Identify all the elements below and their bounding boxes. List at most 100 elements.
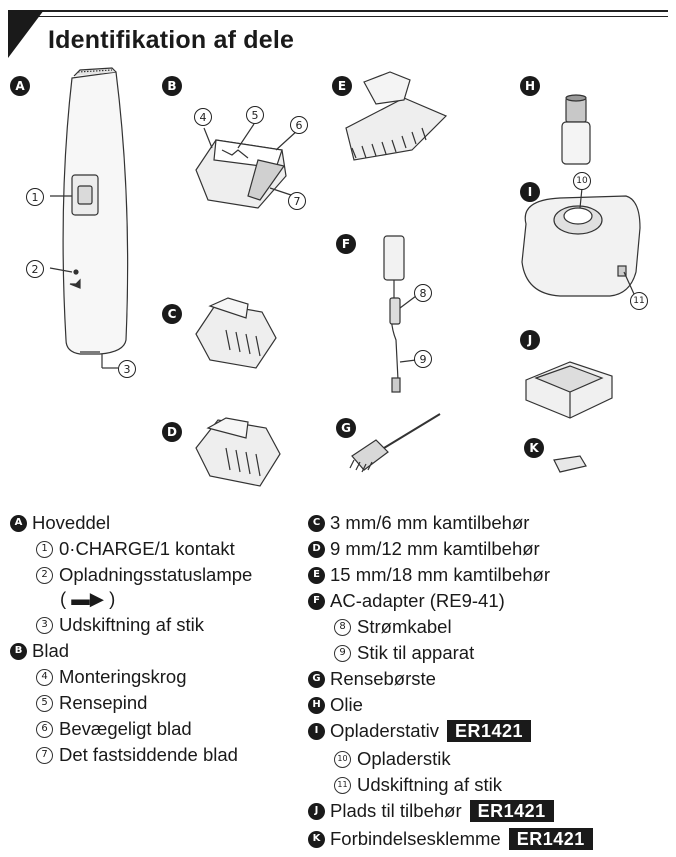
callout-8: 8 xyxy=(414,284,432,302)
legend-number: 2 xyxy=(36,567,53,584)
legend-item-7: 7 Det fastsiddende blad xyxy=(36,744,238,766)
legend-badge: C xyxy=(308,515,325,532)
legend-number: 1 xyxy=(36,541,53,558)
figure-badge-h: H xyxy=(520,76,540,96)
legend-text: 3 mm/6 mm kamtilbehør xyxy=(330,512,529,534)
legend-text: Monteringskrog xyxy=(59,666,187,688)
legend-item-8: 8 Strømkabel xyxy=(334,616,452,638)
legend-text: Bevægeligt blad xyxy=(59,718,192,740)
comb-large-drawing xyxy=(346,72,446,160)
legend-badge: G xyxy=(308,671,325,688)
legend-number: 6 xyxy=(36,721,53,738)
legend-text: Rensepind xyxy=(59,692,147,714)
figure-badge-k: K xyxy=(524,438,544,458)
legend-badge: H xyxy=(308,697,325,714)
legend-badge: J xyxy=(308,803,325,820)
figure-badge-e: E xyxy=(332,76,352,96)
legend-text: Blad xyxy=(32,640,69,662)
legend-item-j: J Plads til tilbehør ER1421 xyxy=(308,800,554,822)
ac-adapter-drawing xyxy=(384,236,416,392)
legend-item-6: 6 Bevægeligt blad xyxy=(36,718,192,740)
legend-text: Opladerstik xyxy=(357,748,451,770)
legend-item-2: 2 Opladningsstatuslampe xyxy=(36,564,252,586)
legend-text: Strømkabel xyxy=(357,616,452,638)
legend-item-a: A Hoveddel xyxy=(10,512,110,534)
legend-item-g: G Rensebørste xyxy=(308,668,436,690)
legend-badge: E xyxy=(308,567,325,584)
legend-number: 10 xyxy=(334,751,351,768)
callout-1: 1 xyxy=(26,188,44,206)
legend-text: Stik til apparat xyxy=(357,642,474,664)
figure-badge-f: F xyxy=(336,234,356,254)
legend-number: 8 xyxy=(334,619,351,636)
legend-text: Udskiftning af stik xyxy=(59,614,204,636)
legend-text: Olie xyxy=(330,694,363,716)
callout-7: 7 xyxy=(288,192,306,210)
callout-9: 9 xyxy=(414,350,432,368)
model-tag: ER1421 xyxy=(509,828,593,850)
legend-item-i: I Opladerstativ ER1421 xyxy=(308,720,531,742)
figure-badge-g: G xyxy=(336,418,356,438)
legend-text: Opladerstativ xyxy=(330,720,439,742)
comb-small-drawing xyxy=(196,298,276,368)
comb-medium-drawing xyxy=(196,418,280,486)
figure-badge-b: B xyxy=(162,76,182,96)
callout-5: 5 xyxy=(246,106,264,124)
legend-item-10: 10 Opladerstik xyxy=(334,748,451,770)
legend-item-e: E 15 mm/18 mm kamtilbehør xyxy=(308,564,550,586)
oil-bottle-drawing xyxy=(562,95,590,164)
blade-drawing xyxy=(196,124,298,208)
legend-item-b: B Blad xyxy=(10,640,69,662)
legend-badge: D xyxy=(308,541,325,558)
legend-text: Hoveddel xyxy=(32,512,110,534)
legend-number: 7 xyxy=(36,747,53,764)
legend-number: 3 xyxy=(36,617,53,634)
callout-3: 3 xyxy=(118,360,136,378)
figure-badge-a: A xyxy=(10,76,30,96)
legend-item-3: 3 Udskiftning af stik xyxy=(36,614,204,636)
connection-clip-drawing xyxy=(554,456,586,472)
legend-text: 9 mm/12 mm kamtilbehør xyxy=(330,538,540,560)
legend-item-h: H Olie xyxy=(308,694,363,716)
callout-6: 6 xyxy=(290,116,308,134)
legend-item-c: C 3 mm/6 mm kamtilbehør xyxy=(308,512,529,534)
legend-text: AC-adapter (RE9-41) xyxy=(330,590,505,612)
accessory-tray-drawing xyxy=(526,362,612,418)
charge-plug-symbol: ( ▬▶ ) xyxy=(60,588,115,610)
legend-item-k: K Forbindelsesklemme ER1421 xyxy=(308,828,593,850)
legend-item-9: 9 Stik til apparat xyxy=(334,642,474,664)
callout-4: 4 xyxy=(194,108,212,126)
legend-text: Forbindelsesklemme xyxy=(330,828,501,850)
legend-item-d: D 9 mm/12 mm kamtilbehør xyxy=(308,538,540,560)
legend-text: Rensebørste xyxy=(330,668,436,690)
legend-text: Opladningsstatuslampe xyxy=(59,564,252,586)
figure-badge-j: J xyxy=(520,330,540,350)
callout-2: 2 xyxy=(26,260,44,278)
legend-item-11: 11 Udskiftning af stik xyxy=(334,774,502,796)
legend-number: 5 xyxy=(36,695,53,712)
legend-text: 15 mm/18 mm kamtilbehør xyxy=(330,564,550,586)
legend-badge: K xyxy=(308,831,325,848)
legend-badge: B xyxy=(10,643,27,660)
charging-stand-drawing xyxy=(522,188,640,296)
figure-badge-c: C xyxy=(162,304,182,324)
legend-number: 9 xyxy=(334,645,351,662)
callout-10: 10 xyxy=(573,172,591,190)
legend-item-4: 4 Monteringskrog xyxy=(36,666,187,688)
figure-badge-i: I xyxy=(520,182,540,202)
legend-number: 4 xyxy=(36,669,53,686)
callout-11: 11 xyxy=(630,292,648,310)
legend-number: 11 xyxy=(334,777,351,794)
legend-text: 0·CHARGE/1 kontakt xyxy=(59,538,235,560)
legend-badge: A xyxy=(10,515,27,532)
cleaning-brush-drawing xyxy=(350,414,440,472)
legend-item-f: F AC-adapter (RE9-41) xyxy=(308,590,505,612)
legend-item-2-symbol: ( ▬▶ ) xyxy=(60,588,115,610)
legend-text: Plads til tilbehør xyxy=(330,800,462,822)
legend-item-1: 1 0·CHARGE/1 kontakt xyxy=(36,538,235,560)
figure-badge-d: D xyxy=(162,422,182,442)
model-tag: ER1421 xyxy=(470,800,554,822)
legend-badge: F xyxy=(308,593,325,610)
model-tag: ER1421 xyxy=(447,720,531,742)
legend-text: Udskiftning af stik xyxy=(357,774,502,796)
